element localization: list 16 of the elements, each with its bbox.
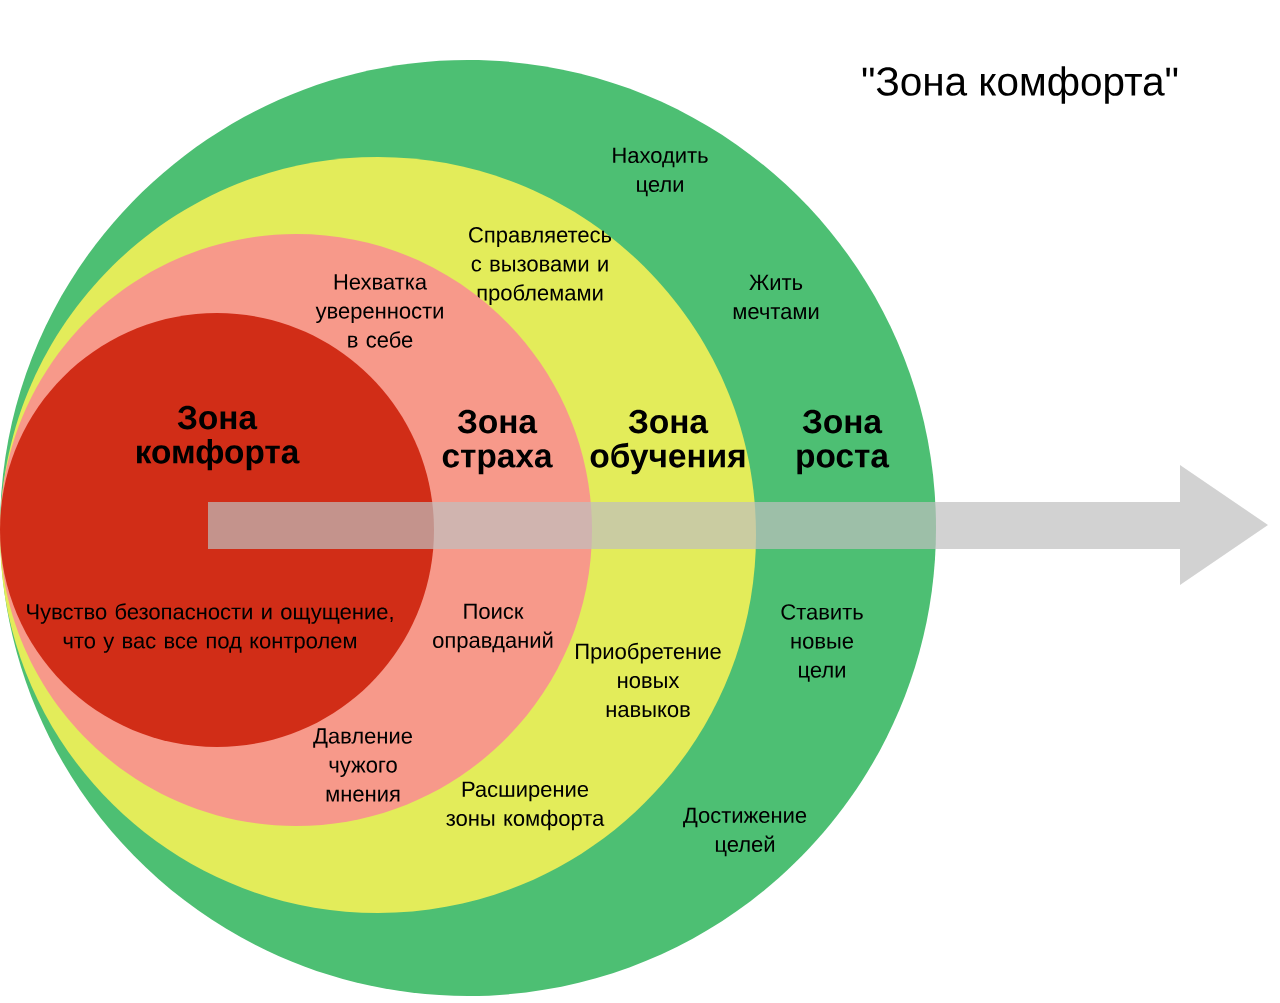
zone-description: Поиск оправданий: [433, 603, 553, 653]
zone-description: Достижение целей: [683, 807, 807, 857]
zone-description: Расширение зоны комфорта: [446, 781, 605, 831]
zone-heading: Зона комфорта: [137, 405, 300, 471]
zone-heading: Зона роста: [797, 409, 890, 475]
zone-description: Жить мечтами: [733, 274, 819, 320]
zone-description: Давление чужого мнения: [313, 728, 412, 802]
zone-description: Справляетесь с вызовами и проблемами: [469, 227, 612, 305]
zone-description: Чувство безопасности и ощущение, что у вас все под контролем: [27, 603, 393, 653]
zone-description: Ставить новые цели: [781, 604, 863, 682]
title: "Зона комфорта": [862, 66, 1178, 104]
zone-description: Находить цели: [613, 147, 708, 197]
zone-description: Нехватка уверенности в себе: [315, 274, 443, 348]
zone-heading: Зона обучения: [590, 409, 745, 475]
zone-heading: Зона страха: [442, 409, 553, 475]
zone-description: Приобретение новых навыков: [576, 642, 721, 718]
